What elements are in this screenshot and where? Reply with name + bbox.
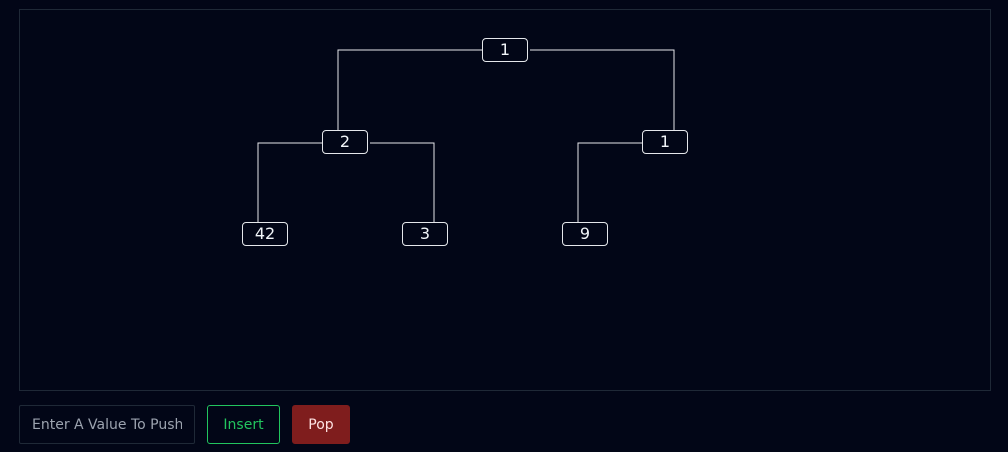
tree-canvas [19, 9, 991, 391]
pop-button[interactable]: Pop [292, 405, 350, 444]
tree-node-left-left: 42 [242, 222, 288, 246]
tree-node-right-left: 9 [562, 222, 608, 246]
tree-node-root: 1 [482, 38, 528, 62]
insert-button[interactable]: Insert [207, 405, 280, 444]
controls-bar: Insert Pop [19, 405, 350, 444]
tree-node-left: 2 [322, 130, 368, 154]
push-value-input[interactable] [19, 405, 195, 444]
tree-node-right: 1 [642, 130, 688, 154]
tree-node-left-right: 3 [402, 222, 448, 246]
